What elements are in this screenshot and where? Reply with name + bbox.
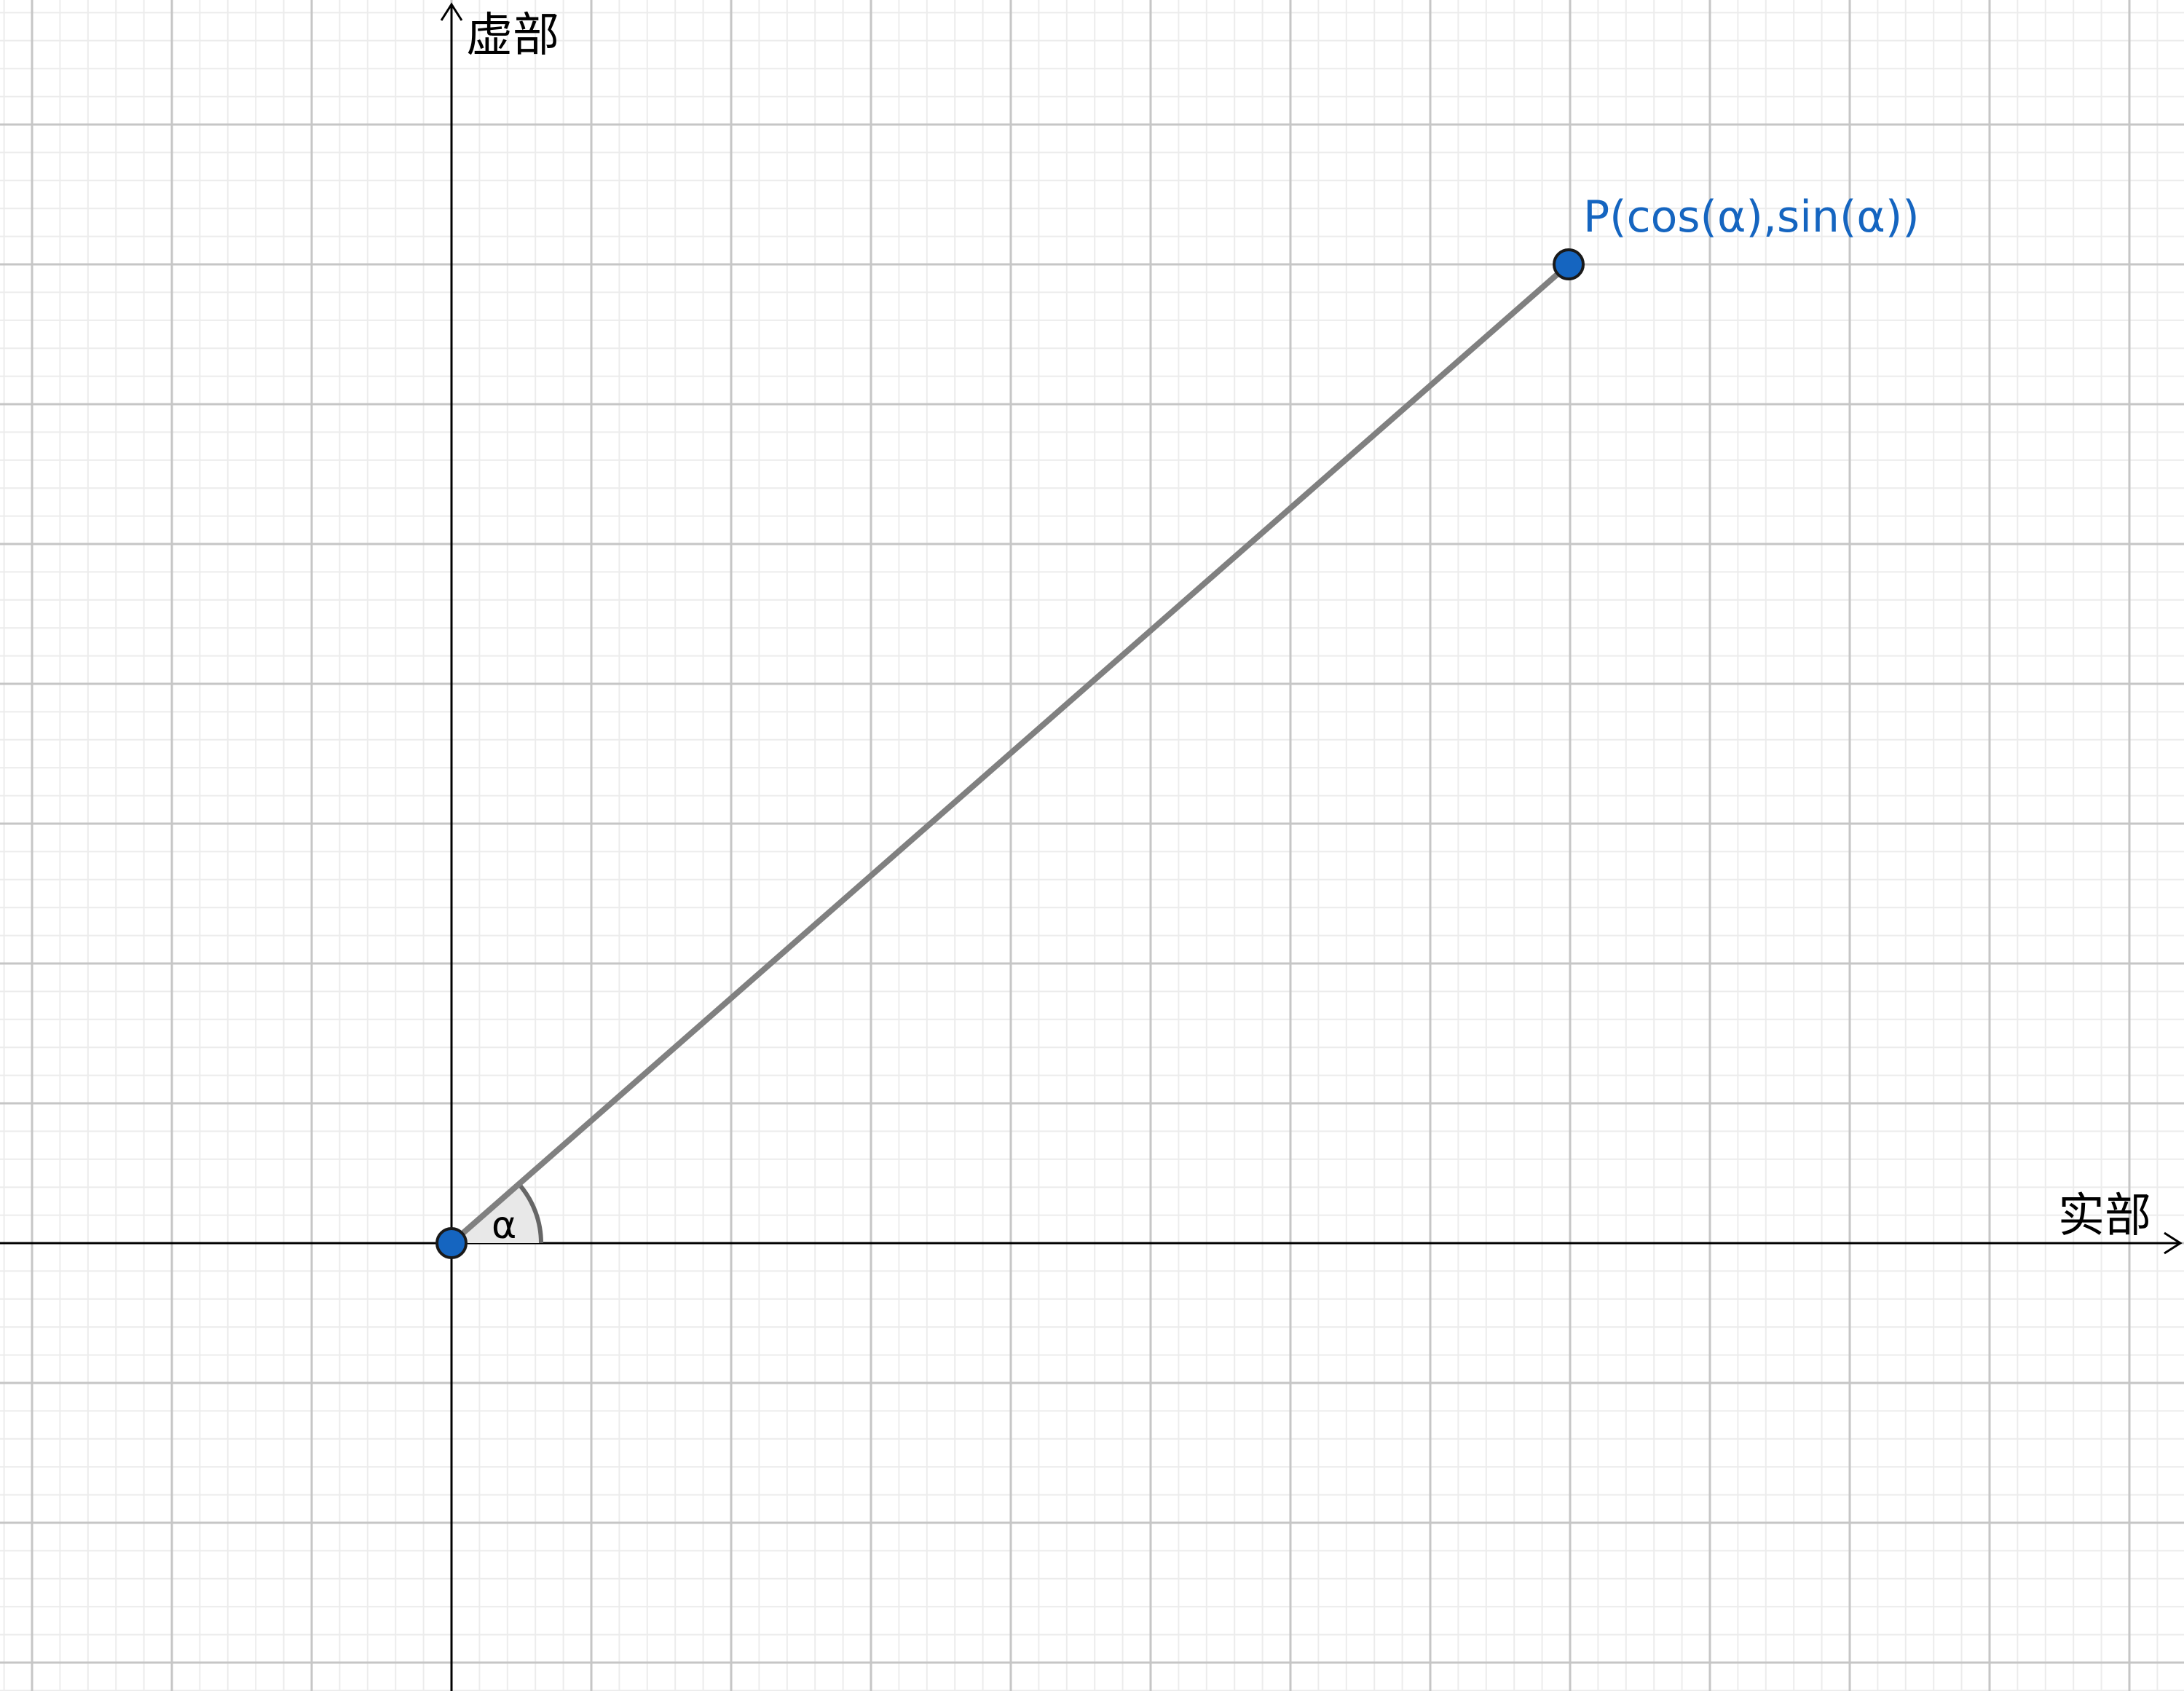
- imaginary-axis-arrow: [440, 2, 463, 21]
- angle-alpha-arc: [518, 1183, 543, 1244]
- imaginary-axis-label: 虚部: [466, 9, 559, 63]
- real-axis-arrow: [2164, 1231, 2183, 1255]
- angle-alpha-label: α: [492, 1204, 516, 1247]
- point-p-label: P(cos(α),sin(α)): [1583, 192, 1920, 243]
- segment-op: [449, 261, 1571, 1246]
- point-p[interactable]: [1553, 248, 1585, 280]
- angle-alpha-sector: [452, 1185, 541, 1243]
- origin-point[interactable]: [435, 1227, 468, 1259]
- real-axis-label: 实部: [2058, 1189, 2151, 1243]
